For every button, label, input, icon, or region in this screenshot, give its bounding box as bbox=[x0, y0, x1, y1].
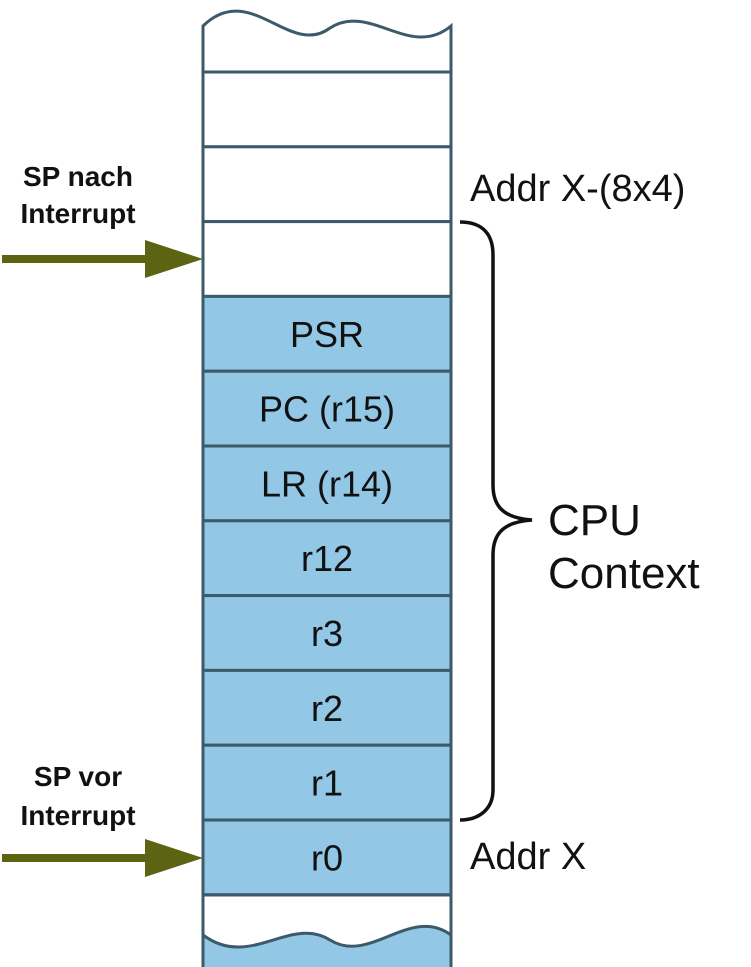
sp-after-label-line2: Interrupt bbox=[20, 198, 135, 229]
sp-after-label-line1: SP nach bbox=[23, 161, 133, 192]
register-label: r2 bbox=[311, 688, 343, 729]
stack-bottom-tear bbox=[201, 893, 453, 949]
register-slot bbox=[201, 519, 453, 598]
register-slot bbox=[201, 369, 453, 448]
register-slot bbox=[201, 294, 453, 373]
empty-stack-slot bbox=[201, 70, 453, 149]
register-label: PC (r15) bbox=[259, 389, 395, 430]
stack-cells: PSR PC (r15) LR (r14) r12 r3 r2 r1 r0 bbox=[201, 70, 453, 967]
cpu-context-brace bbox=[459, 220, 533, 822]
addr-top-label: Addr X-(8x4) bbox=[470, 168, 685, 210]
register-slot bbox=[201, 818, 453, 897]
sp-before-label-line2: Interrupt bbox=[20, 800, 135, 831]
sp-before-label-line1: SP vor bbox=[34, 761, 122, 792]
sp-before-interrupt-arrow bbox=[2, 839, 203, 877]
register-label: r12 bbox=[301, 538, 353, 579]
empty-stack-slot bbox=[201, 145, 453, 224]
cpu-context-label-line2: Context bbox=[548, 549, 700, 598]
cpu-context-label-line1: CPU bbox=[548, 496, 641, 545]
register-label: r0 bbox=[311, 837, 343, 878]
register-label: PSR bbox=[290, 314, 364, 355]
register-label: LR (r14) bbox=[261, 463, 393, 504]
empty-stack-slot bbox=[201, 220, 453, 298]
register-slot bbox=[201, 668, 453, 747]
addr-bottom-label: Addr X bbox=[470, 836, 586, 878]
stack-top-tear bbox=[201, 9, 453, 74]
register-label: r1 bbox=[311, 763, 343, 804]
sp-after-interrupt-arrow bbox=[2, 240, 203, 278]
register-label: r3 bbox=[311, 613, 343, 654]
